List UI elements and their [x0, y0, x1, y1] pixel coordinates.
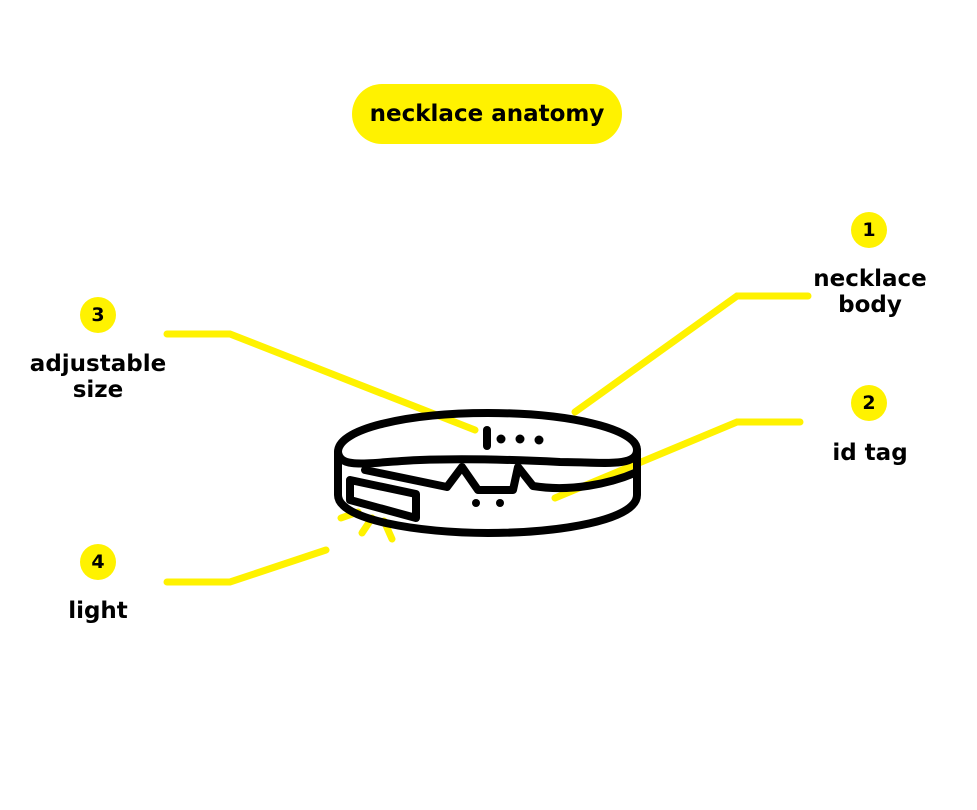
leader-line-1 — [571, 292, 812, 416]
size-hole — [496, 434, 506, 444]
necklace-band — [334, 446, 641, 537]
diagram-title: necklace anatomy — [352, 84, 622, 144]
callout-label-id-tag: id tag — [832, 440, 908, 466]
tag-dot — [496, 499, 504, 507]
leader-line-2 — [551, 418, 804, 502]
leader-line-4 — [163, 546, 330, 586]
necklace-top-rim — [334, 409, 641, 468]
leader-line-3 — [163, 330, 479, 434]
callout-label-necklace-body: necklace body — [813, 266, 927, 318]
callout-badge-2: 2 — [851, 385, 887, 421]
tag-dot — [472, 499, 480, 507]
callout-label-adjustable-size: adjustable size — [29, 351, 167, 403]
size-hole — [515, 434, 525, 444]
id-tag-crown — [361, 463, 641, 494]
callout-badge-4: 4 — [80, 544, 116, 580]
callout-label-light: light — [68, 598, 128, 624]
light-window — [346, 476, 420, 522]
size-hole — [534, 435, 544, 445]
callout-badge-3: 3 — [80, 297, 116, 333]
callout-badge-1: 1 — [851, 212, 887, 248]
